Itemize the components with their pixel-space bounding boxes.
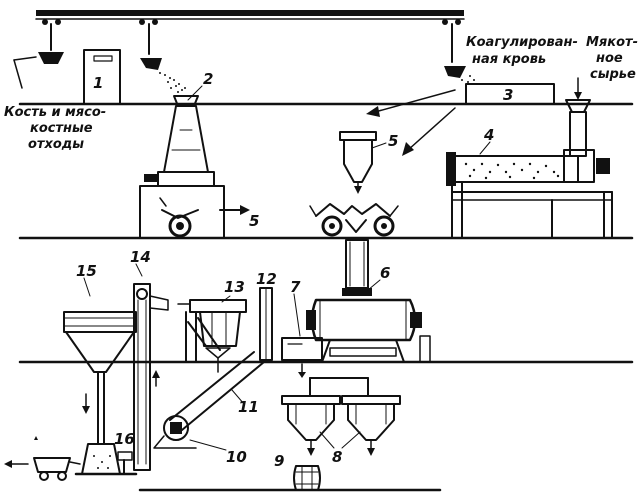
caption-bone-line3: отходы — [28, 137, 84, 152]
label-15: 15 — [76, 262, 97, 280]
unit-9-barrel: 9 — [274, 452, 321, 491]
caption-raw-meat: Мякот- ное сырье — [586, 35, 638, 82]
platform-arrows — [366, 89, 456, 156]
label-9: 9 — [274, 452, 284, 470]
label-8: 8 — [332, 448, 342, 466]
transport-cart — [4, 436, 81, 481]
particles-platform — [461, 75, 478, 85]
unit-10-screw-motor: 10 — [153, 415, 247, 466]
caption-bone-line2: костные — [30, 121, 93, 136]
label-14: 14 — [130, 248, 151, 266]
cutter-rollers — [309, 203, 399, 237]
caption-bone-line1: Кость и мясо- — [4, 105, 106, 120]
unit-11-screw: 11 — [169, 351, 265, 431]
label-10: 10 — [226, 448, 247, 466]
label-2: 2 — [203, 70, 213, 88]
label-7: 7 — [290, 278, 301, 296]
floor-lines — [18, 102, 634, 492]
unit-2-crusher: 2 — [139, 70, 225, 239]
label-3: 3 — [503, 86, 513, 104]
bone-feed-arrow — [13, 56, 37, 89]
label-5a: 5 — [249, 212, 259, 230]
unit-7-box: 7 — [281, 278, 323, 361]
caption-bone-waste: Кость и мясо- костные отходы — [4, 105, 106, 152]
unit-13-press: 13 — [177, 278, 247, 373]
unit-4-drum: 4 — [446, 77, 613, 239]
label-6: 6 — [380, 264, 390, 282]
unit-14-elevator: 14 — [130, 248, 169, 471]
caption-coagulated-blood: Коагулирован- ная кровь — [466, 35, 578, 67]
caption-blood-line2: ная кровь — [472, 52, 546, 67]
unit-1-cabinet: 1 — [83, 49, 121, 105]
unit-6-boiler: 6 — [306, 239, 431, 363]
unit-3-platform: 3 — [465, 83, 555, 105]
label-1: 1 — [93, 74, 103, 92]
unit-12-column: 12 — [256, 270, 277, 361]
caption-blood-line1: Коагулирован- — [466, 35, 578, 50]
unit-5b-hopper: 5 — [339, 131, 398, 194]
unit-16-scales: 16 — [74, 430, 138, 476]
arrow-to-5a: 5 — [219, 205, 259, 230]
label-4: 4 — [483, 126, 494, 144]
label-5b: 5 — [388, 132, 398, 150]
label-16: 16 — [114, 430, 135, 448]
overhead-monorail — [35, 10, 466, 78]
label-13: 13 — [224, 278, 245, 296]
label-12: 12 — [256, 270, 277, 288]
unit-8-kettles: 8 — [281, 363, 401, 466]
unit-15-hopper: 15 — [63, 262, 137, 475]
caption-raw-line2: ное — [596, 51, 623, 66]
caption-raw-line3: сырье — [590, 67, 636, 82]
caption-raw-line1: Мякот- — [586, 35, 638, 50]
particles-crusher — [159, 72, 186, 93]
label-11: 11 — [238, 398, 259, 416]
